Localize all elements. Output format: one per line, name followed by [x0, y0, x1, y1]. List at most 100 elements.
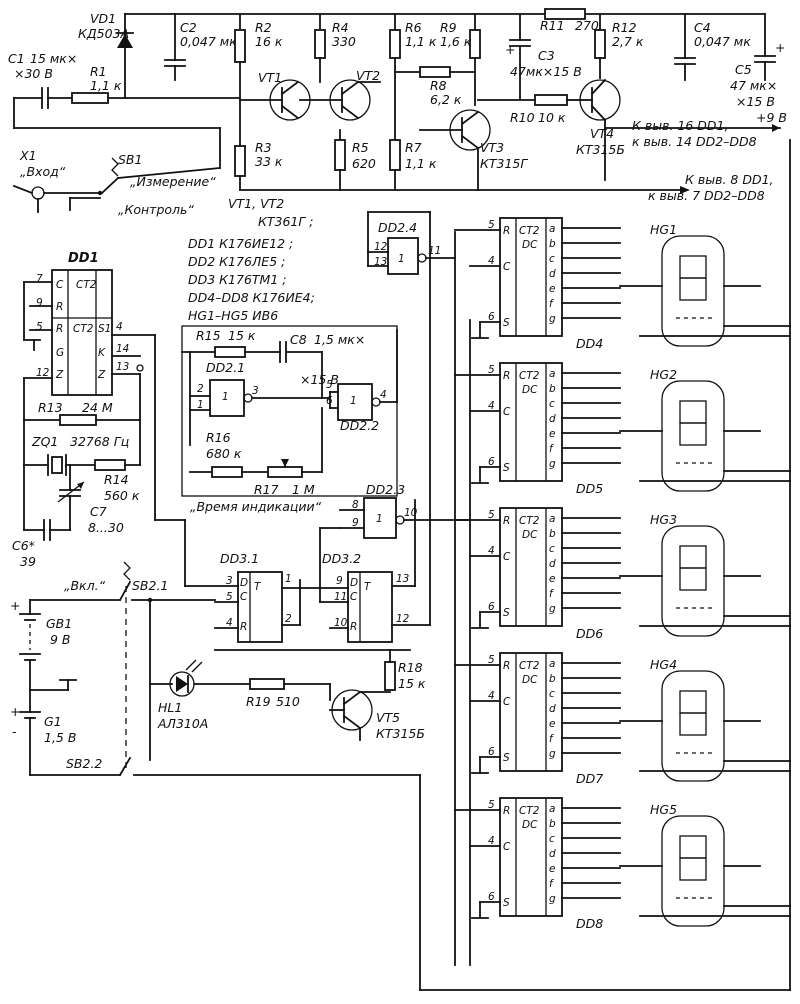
counter-chip [499, 797, 563, 917]
svg-text:VT1, VT2: VT1, VT2 [228, 196, 284, 211]
segment-pin-label: f [549, 878, 555, 890]
svg-text:DD1: DD1 [68, 251, 99, 266]
resistor-r13 [59, 414, 97, 426]
vfd-tube [661, 380, 725, 492]
pin-number: 4 [488, 690, 495, 702]
svg-text:КТ361Г ;: КТ361Г ; [258, 214, 314, 229]
chip-ref: DD6 [576, 626, 603, 641]
svg-text:8...30: 8...30 [88, 520, 124, 535]
svg-text:КД503А: КД503А [78, 26, 129, 41]
segment-pin-label: a [549, 658, 555, 670]
svg-text:-: - [12, 724, 17, 739]
pin-number: 5 [488, 799, 495, 811]
svg-text:VD1: VD1 [90, 11, 116, 26]
svg-text:12: 12 [374, 241, 388, 253]
svg-text:R: R [240, 621, 247, 633]
battery-gb1 [19, 613, 41, 661]
transistor-vt2 [299, 79, 371, 121]
svg-text:VT3: VT3 [480, 140, 504, 155]
pin-label: C [503, 841, 511, 853]
segment-pin-label: b [549, 383, 556, 395]
svg-text:560 к: 560 к [104, 488, 140, 503]
segment-pin-label: g [549, 748, 556, 760]
triggers-dd3: DD3.1 T D C R 3 5 4 1 2 DD3.2 T D C R 9 … [184, 211, 431, 651]
segment-pin-label: c [549, 253, 555, 265]
svg-text:9: 9 [36, 297, 43, 309]
transistor-vt1 [239, 79, 311, 121]
svg-text:9 В: 9 В [50, 632, 71, 647]
svg-text:0,047 мк: 0,047 мк [694, 34, 751, 49]
segment-pin-label: f [549, 298, 555, 310]
resistor-r18 [384, 661, 396, 691]
pin-number: 4 [488, 545, 495, 557]
svg-text:510: 510 [276, 694, 300, 709]
svg-text:1 М: 1 М [292, 482, 315, 497]
counter-chip [499, 652, 563, 772]
indicator-ref: HG3 [650, 512, 677, 527]
counter-display-array: RCSСТ2DCabcdefg546DD4HG1RCSСТ2DCabcdefg5… [454, 217, 791, 931]
pin-label: C [503, 406, 511, 418]
svg-text:SB2.2: SB2.2 [66, 756, 102, 771]
svg-text:12: 12 [36, 367, 50, 379]
svg-text:270: 270 [575, 18, 599, 33]
svg-text:3: 3 [252, 385, 259, 397]
chip-function-label: СТ2 [519, 660, 540, 672]
power-section: „Вкл.“ SB2.1 + GB1 9 В + - G1 1,5 [10, 561, 791, 991]
segment-pin-label: c [549, 398, 555, 410]
svg-text:C5: C5 [735, 62, 752, 77]
parts-list: VT1, VT2 КТ361Г ; DD1 К176ИЕ12 ; DD2 К17… [188, 196, 315, 323]
resistor-r2 [234, 29, 246, 63]
segment-pin-label: b [549, 818, 556, 830]
svg-text:R18: R18 [398, 660, 423, 675]
svg-text:S1: S1 [98, 323, 111, 335]
svg-text:620: 620 [352, 156, 376, 171]
svg-text:15 к: 15 к [398, 676, 426, 691]
svg-text:5: 5 [36, 321, 43, 333]
chip-function-label: DC [522, 529, 538, 541]
segment-pin-label: a [549, 223, 555, 235]
svg-text:C3: C3 [538, 48, 555, 63]
segment-pin-label: g [549, 313, 556, 325]
segment-pin-label: f [549, 443, 555, 455]
potentiometer-r17 [267, 466, 303, 478]
input-section: X1 „Вход“ SB1 „Измерение“ „Контроль“ [12, 97, 221, 217]
svg-text:+: + [505, 42, 515, 57]
chip-ref: DD8 [576, 916, 603, 931]
resistor-r10 [534, 94, 568, 106]
svg-text:DD3.2: DD3.2 [322, 551, 361, 566]
svg-text:15 к: 15 к [228, 328, 256, 343]
svg-text:11: 11 [428, 245, 441, 257]
chip-function-label: DC [522, 239, 538, 251]
svg-text:DD1 К176ИЕ12 ;: DD1 К176ИЕ12 ; [188, 236, 293, 251]
svg-text:G: G [56, 347, 64, 359]
svg-text:DD3.1: DD3.1 [220, 551, 259, 566]
svg-text:D: D [240, 577, 248, 589]
svg-text:×30 В: ×30 В [14, 66, 53, 81]
svg-text:K: K [98, 347, 106, 359]
pin-number: 6 [488, 311, 495, 323]
chip-function-label: СТ2 [519, 370, 540, 382]
resistor-r16 [211, 466, 243, 478]
svg-text:DD3 К176ТМ1 ;: DD3 К176ТМ1 ; [188, 272, 286, 287]
segment-pin-label: e [549, 718, 555, 730]
svg-text:1,1 к: 1,1 к [90, 78, 122, 93]
svg-text:Z: Z [55, 369, 64, 381]
svg-text:15 мк×: 15 мк× [30, 51, 77, 66]
svg-text:1: 1 [350, 395, 357, 407]
resistor-r4 [314, 29, 326, 59]
svg-text:SB2.1: SB2.1 [132, 578, 168, 593]
svg-text:R: R [350, 621, 357, 633]
segment-pin-label: e [549, 283, 555, 295]
svg-text:1: 1 [222, 391, 229, 403]
pin-label: S [503, 317, 510, 329]
svg-text:Z: Z [97, 369, 106, 381]
svg-text:12: 12 [396, 613, 410, 625]
resistor-r3 [234, 145, 246, 177]
chip-ref: DD7 [576, 771, 603, 786]
svg-text:4: 4 [380, 389, 387, 401]
svg-text:7: 7 [36, 273, 43, 285]
svg-text:C8: C8 [290, 332, 307, 347]
svg-text:R3: R3 [255, 140, 272, 155]
resistor-r11 [544, 8, 586, 20]
pin-number: 5 [488, 364, 495, 376]
